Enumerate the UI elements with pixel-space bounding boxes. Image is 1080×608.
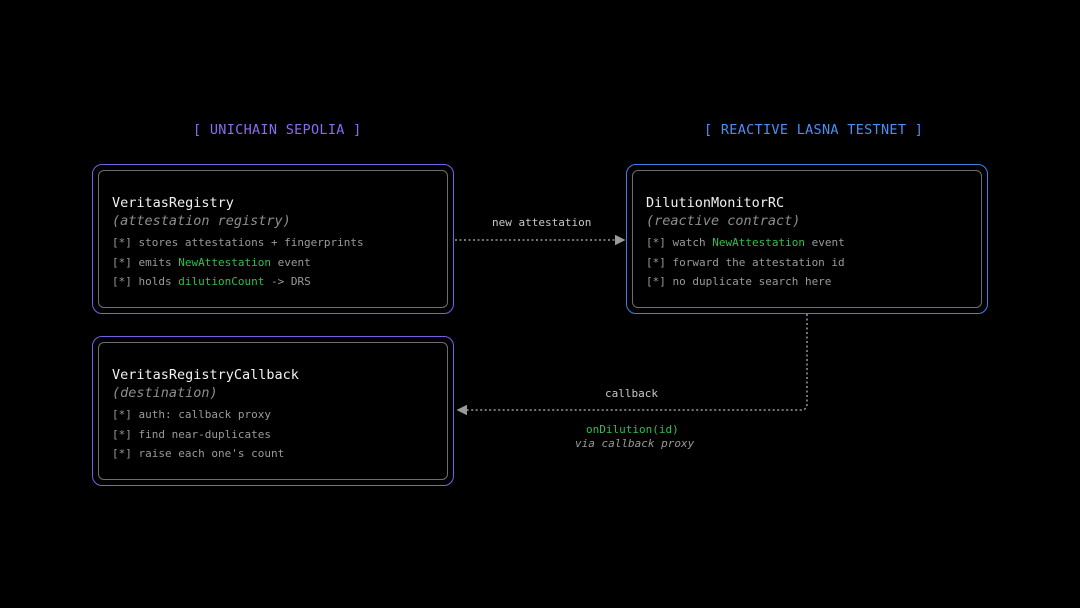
event-name-highlight: NewAttestation <box>178 255 271 269</box>
box-line: [*] stores attestations + fingerprints <box>112 236 364 249</box>
edge-callback-via: via callback proxy <box>575 437 695 450</box>
box-title: VeritasRegistry <box>112 195 234 211</box>
box-subtitle: (attestation registry) <box>112 213 291 229</box>
box-line: [*] holds dilutionCount -> DRS <box>112 275 311 288</box>
box-dilution-monitor: DilutionMonitorRC (reactive contract) [*… <box>626 164 988 314</box>
box-subtitle: (reactive contract) <box>646 213 801 229</box>
box-inner-border <box>98 170 448 308</box>
field-name-highlight: dilutionCount <box>178 275 265 288</box>
region-label-unichain: [ UNICHAIN SEPOLIA ] <box>193 122 362 138</box>
edge-callback-call: onDilution(id) <box>586 423 679 436</box>
box-line: [*] auth: callback proxy <box>112 408 271 421</box>
box-title: DilutionMonitorRC <box>646 195 785 211</box>
box-veritas-registry-callback: VeritasRegistryCallback (destination) [*… <box>92 336 454 486</box>
box-title: VeritasRegistryCallback <box>112 367 299 383</box>
edge-label-callback: callback <box>605 387 658 400</box>
edge-label-new-attestation: new attestation <box>492 216 592 229</box>
edge-callback-arrow <box>456 314 808 416</box>
box-line: [*] forward the attestation id <box>646 255 845 269</box>
box-line: [*] raise each one's count <box>112 447 285 460</box>
box-inner-border <box>632 170 982 308</box>
event-name-highlight: NewAttestation <box>712 236 805 249</box>
box-line: [*] find near-duplicates <box>112 427 271 441</box>
box-inner-border <box>98 342 448 480</box>
box-line: [*] watch NewAttestation event <box>646 236 845 249</box>
box-veritas-registry: VeritasRegistry (attestation registry) [… <box>92 164 454 314</box>
box-subtitle: (destination) <box>112 385 218 401</box>
box-line: [*] no duplicate search here <box>646 275 832 288</box>
box-line: [*] emits NewAttestation event <box>112 255 311 269</box>
region-label-reactive: [ REACTIVE LASNA TESTNET ] <box>704 122 924 138</box>
